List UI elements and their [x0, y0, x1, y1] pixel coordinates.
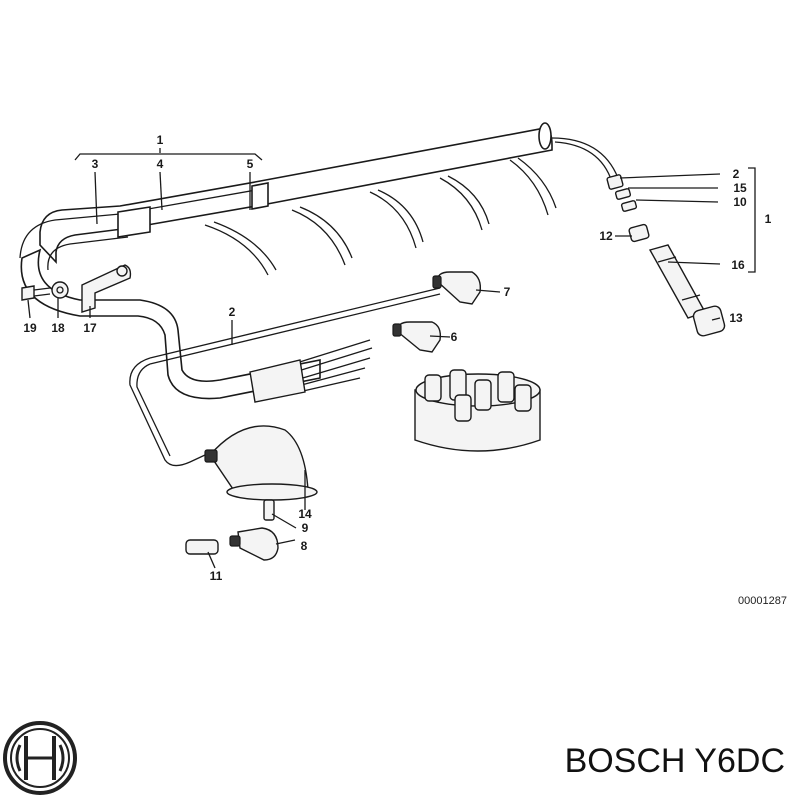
callout-labels: 1 3 4 5 2 15 10 1 12 16 13 7 2 6 19 18 1…: [23, 133, 771, 583]
suppressor-connectors: [185, 527, 279, 561]
callout-10: 10: [733, 195, 747, 209]
distributor-connectors: [392, 271, 482, 353]
mounting-bracket: [21, 264, 132, 313]
callout-9: 9: [302, 521, 309, 535]
callout-15: 15: [733, 181, 747, 195]
callout-16: 16: [731, 258, 745, 272]
spark-plug-leads: [204, 137, 619, 276]
callout-6: 6: [451, 330, 458, 344]
callout-14: 14: [298, 507, 312, 521]
coil-cap: [204, 425, 318, 521]
bosch-armature-logo-icon: [3, 721, 77, 795]
callout-7: 7: [504, 285, 511, 299]
callout-2-middle: 2: [229, 305, 236, 319]
leader-lines: [27, 148, 756, 569]
callout-11: 11: [210, 569, 223, 583]
callout-1-top: 1: [157, 133, 164, 147]
callout-5: 5: [247, 157, 254, 171]
callout-19: 19: [23, 321, 37, 335]
product-brand-text: BOSCH Y6DC: [565, 742, 785, 780]
callout-18: 18: [51, 321, 65, 335]
callout-13: 13: [729, 311, 743, 325]
callout-3: 3: [92, 157, 99, 171]
spark-plug-connector-assembly: [606, 174, 726, 337]
callout-4: 4: [157, 157, 164, 171]
callout-12: 12: [599, 229, 613, 243]
lead-bundle: [249, 339, 373, 403]
callout-8: 8: [301, 539, 308, 553]
callout-1-right: 1: [765, 212, 772, 226]
coil-lead: [129, 287, 441, 467]
diagram-reference-code: 00001287: [738, 595, 787, 607]
callout-17: 17: [83, 321, 97, 335]
callout-2-right: 2: [733, 167, 740, 181]
distributor-cap: [414, 369, 541, 452]
conduit-tube: [19, 122, 553, 400]
